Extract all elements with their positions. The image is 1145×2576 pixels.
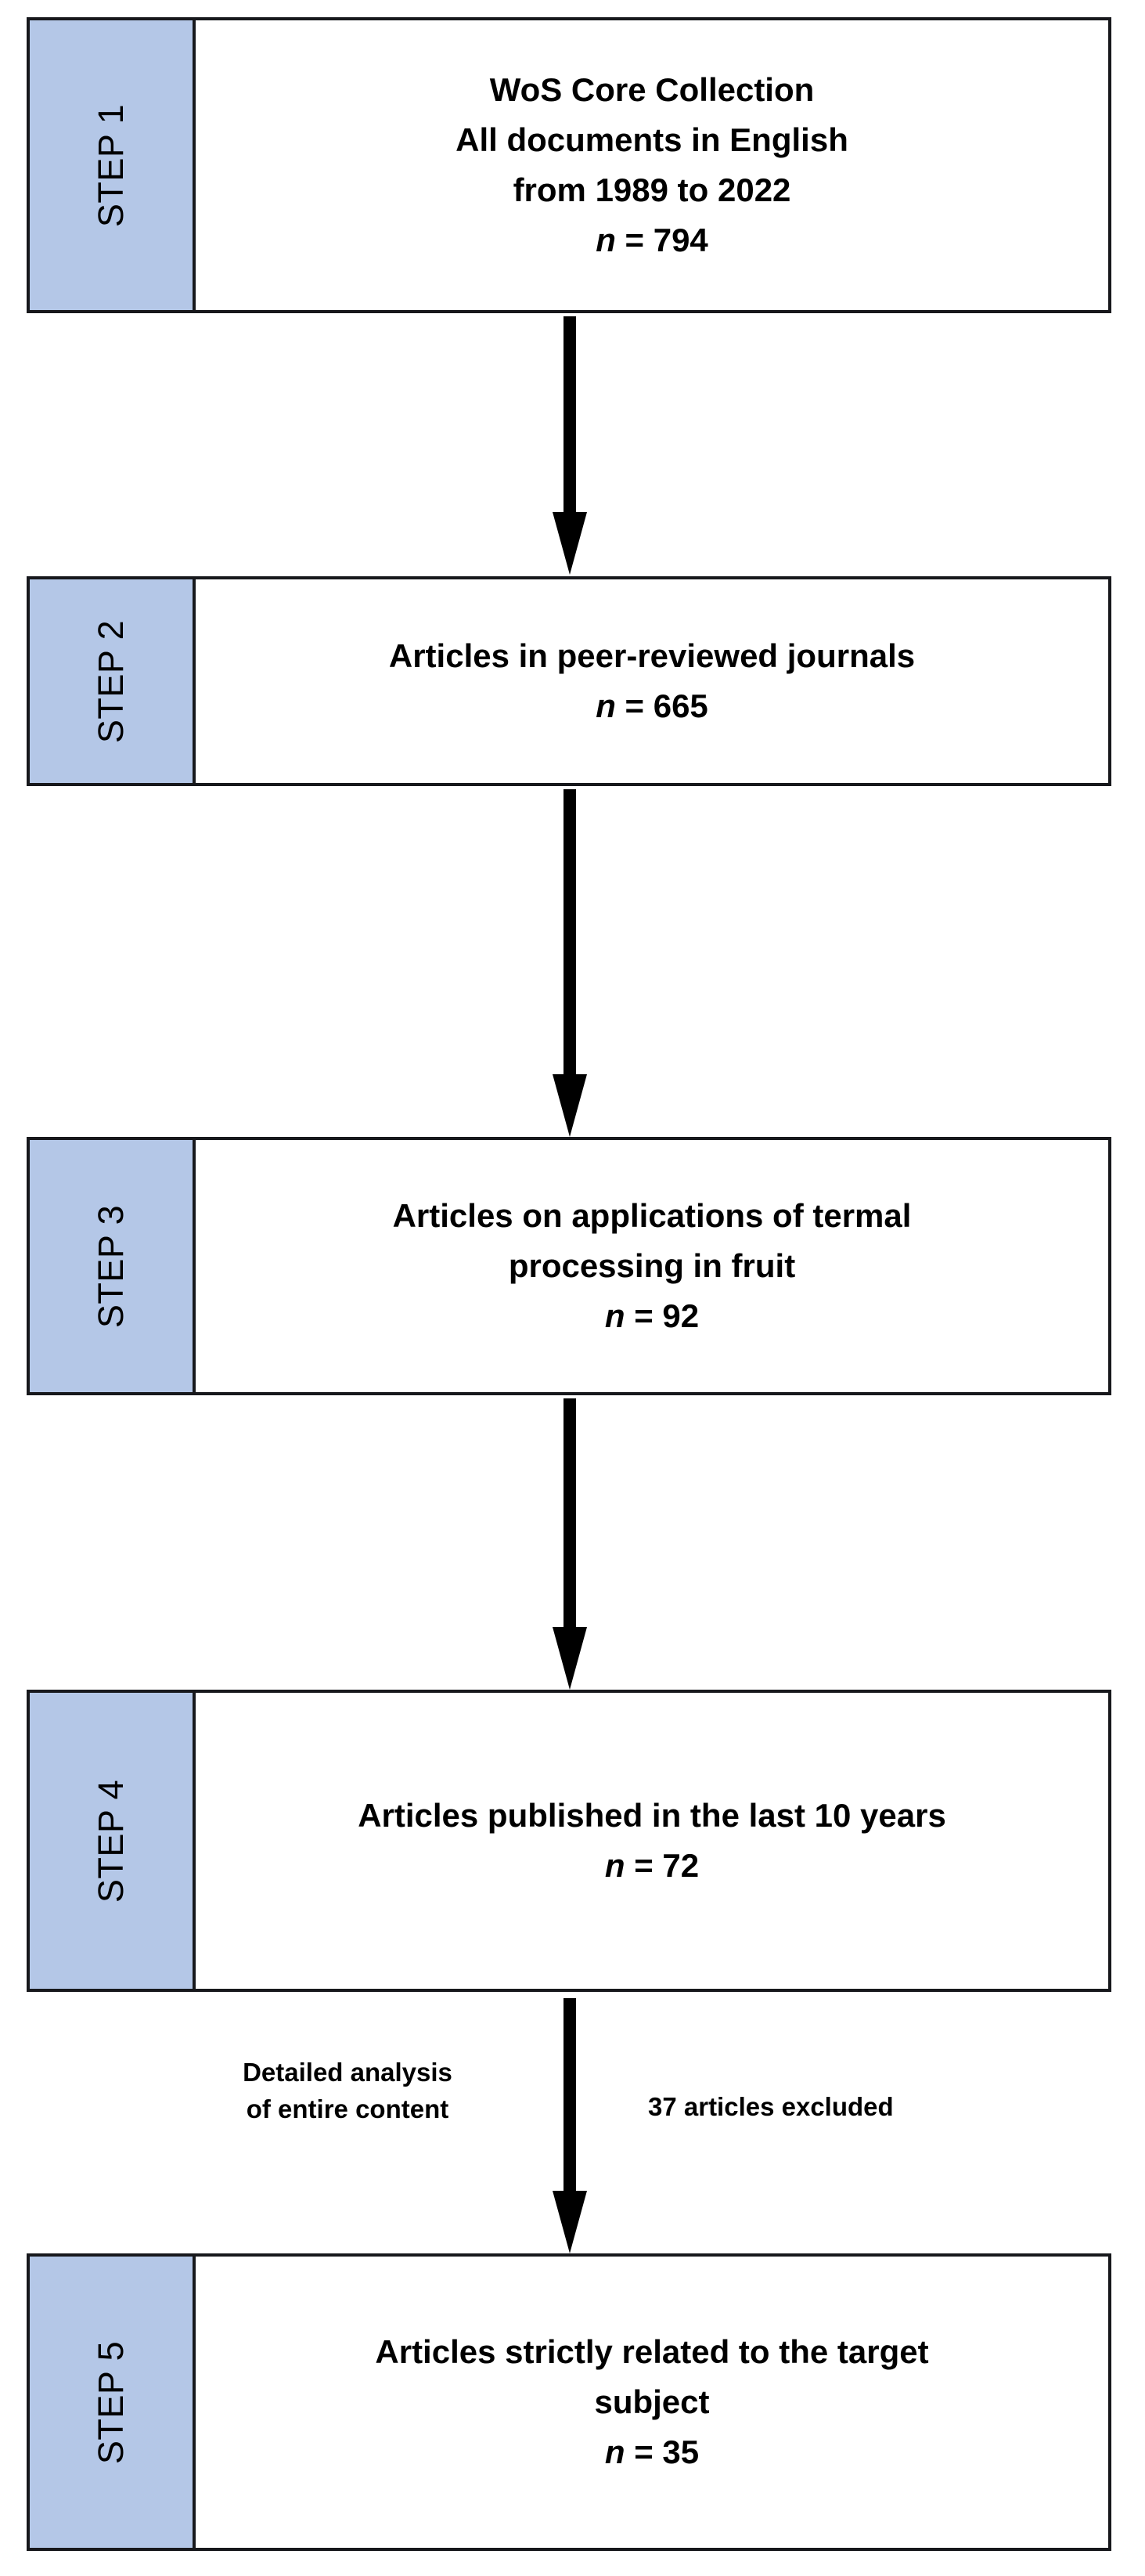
count-equals: = [615, 687, 654, 724]
step-body-1: WoS Core Collection All documents in Eng… [196, 17, 1111, 313]
step-text-line: from 1989 to 2022 [513, 171, 791, 208]
step-count: n = 665 [596, 681, 708, 731]
step-tab-label-3: STEP 3 [91, 1204, 131, 1328]
exclusion-method-note: Detailed analysis of entire content [167, 2055, 527, 2128]
step-text-line: WoS Core Collection [489, 71, 815, 109]
count-equals: = [615, 221, 654, 258]
step-count: n = 72 [605, 1841, 699, 1891]
connector-arrow-3 [546, 1398, 593, 1690]
count-equals: = [625, 1297, 663, 1334]
excluded-count-label: 37 articles excluded [648, 2092, 894, 2121]
step-tab-label-4: STEP 4 [91, 1779, 131, 1903]
exclusion-method-line-1: Detailed analysis [243, 2058, 452, 2087]
step-box-2: STEP 2 Articles in peer-reviewed journal… [27, 576, 1111, 786]
count-value: 665 [653, 687, 708, 724]
step-box-5: STEP 5 Articles strictly related to the … [27, 2253, 1111, 2551]
step-body-3: Articles on applications of termal proce… [196, 1137, 1111, 1395]
count-symbol: n [596, 687, 616, 724]
count-symbol: n [604, 1297, 625, 1334]
count-value: 92 [662, 1297, 700, 1334]
count-symbol: n [604, 2433, 625, 2470]
step-text-line: Articles strictly related to the target [375, 2333, 929, 2371]
connector-arrow-1 [546, 316, 593, 575]
step-text-line: subject [594, 2383, 710, 2421]
step-tab-4: STEP 4 [27, 1690, 196, 1992]
step-text-line: Articles published in the last 10 years [358, 1797, 946, 1835]
step-tab-label-5: STEP 5 [91, 2340, 131, 2464]
count-value: 794 [653, 221, 708, 258]
step-text-line: processing in fruit [508, 1247, 796, 1285]
step-text-line: All documents in English [455, 121, 848, 159]
count-symbol: n [604, 1847, 625, 1884]
step-tab-2: STEP 2 [27, 576, 196, 786]
count-value: 72 [662, 1847, 700, 1884]
step-tab-5: STEP 5 [27, 2253, 196, 2551]
connector-arrow-4 [546, 1998, 593, 2253]
count-value: 35 [662, 2433, 700, 2470]
step-body-2: Articles in peer-reviewed journals n = 6… [196, 576, 1111, 786]
step-box-4: STEP 4 Articles published in the last 10… [27, 1690, 1111, 1992]
count-equals: = [625, 1847, 663, 1884]
step-box-1: STEP 1 WoS Core Collection All documents… [27, 17, 1111, 313]
step-count: n = 92 [605, 1291, 699, 1341]
excluded-count-note: 37 articles excluded [648, 2089, 894, 2126]
step-tab-1: STEP 1 [27, 17, 196, 313]
step-body-5: Articles strictly related to the target … [196, 2253, 1111, 2551]
step-tab-3: STEP 3 [27, 1137, 196, 1395]
connector-arrow-2 [546, 789, 593, 1137]
exclusion-method-line-2: of entire content [246, 2094, 449, 2123]
step-tab-label-1: STEP 1 [91, 103, 131, 227]
step-count: n = 794 [596, 215, 708, 265]
count-symbol: n [596, 221, 616, 258]
step-tab-label-2: STEP 2 [91, 619, 131, 743]
step-text-line: Articles in peer-reviewed journals [388, 637, 916, 675]
step-count: n = 35 [605, 2427, 699, 2477]
count-equals: = [625, 2433, 663, 2470]
step-box-3: STEP 3 Articles on applications of terma… [27, 1137, 1111, 1395]
step-body-4: Articles published in the last 10 years … [196, 1690, 1111, 1992]
step-text-line: Articles on applications of termal [392, 1197, 912, 1235]
